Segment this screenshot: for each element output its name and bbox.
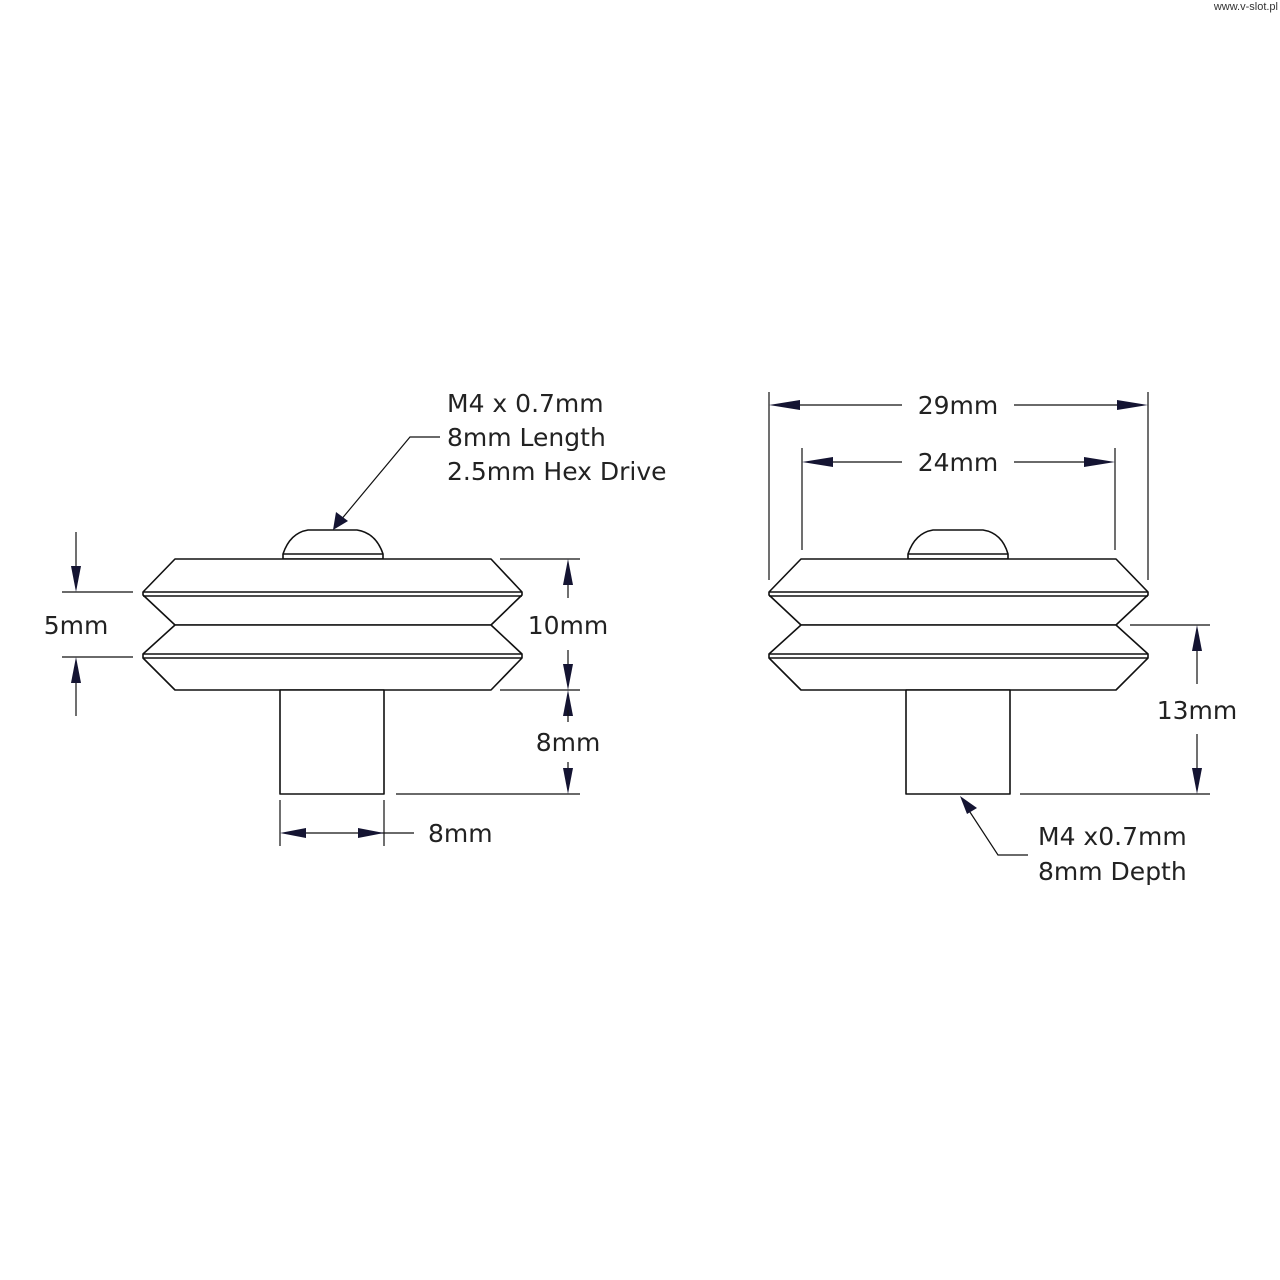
callout-line-2: 8mm Depth bbox=[1038, 857, 1187, 886]
dim-label: 5mm bbox=[44, 611, 109, 640]
dim-5mm: 5mm bbox=[44, 532, 133, 716]
watermark: www.v-slot.pl bbox=[1213, 1, 1278, 13]
dim-label: 10mm bbox=[528, 611, 609, 640]
thread-callout: M4 x0.7mm 8mm Depth bbox=[960, 796, 1187, 886]
button-head-screw bbox=[282, 529, 384, 560]
callout-line-1: M4 x0.7mm bbox=[1038, 822, 1187, 851]
callout-line-3: 2.5mm Hex Drive bbox=[447, 457, 667, 486]
dim-label: 8mm bbox=[428, 819, 493, 848]
dim-29mm: 29mm bbox=[768, 391, 1149, 580]
dim-8mm-diameter: 8mm bbox=[279, 800, 493, 848]
dim-label: 24mm bbox=[918, 448, 999, 477]
dim-label: 13mm bbox=[1157, 696, 1238, 725]
dim-label: 29mm bbox=[918, 391, 999, 420]
dim-8mm-height: 8mm bbox=[396, 690, 601, 795]
right-wheel bbox=[768, 529, 1149, 795]
dim-label: 8mm bbox=[536, 728, 601, 757]
dim-13mm: 13mm bbox=[1020, 624, 1238, 795]
dim-10mm: 10mm bbox=[500, 558, 609, 691]
callout-line-1: M4 x 0.7mm bbox=[447, 389, 604, 418]
hub bbox=[905, 689, 1011, 795]
dim-24mm: 24mm bbox=[801, 448, 1116, 550]
button-head-screw bbox=[907, 529, 1009, 560]
left-wheel bbox=[142, 529, 523, 795]
hub bbox=[279, 689, 385, 795]
screw-callout: M4 x 0.7mm 8mm Length 2.5mm Hex Drive bbox=[333, 389, 667, 530]
callout-line-2: 8mm Length bbox=[447, 423, 606, 452]
